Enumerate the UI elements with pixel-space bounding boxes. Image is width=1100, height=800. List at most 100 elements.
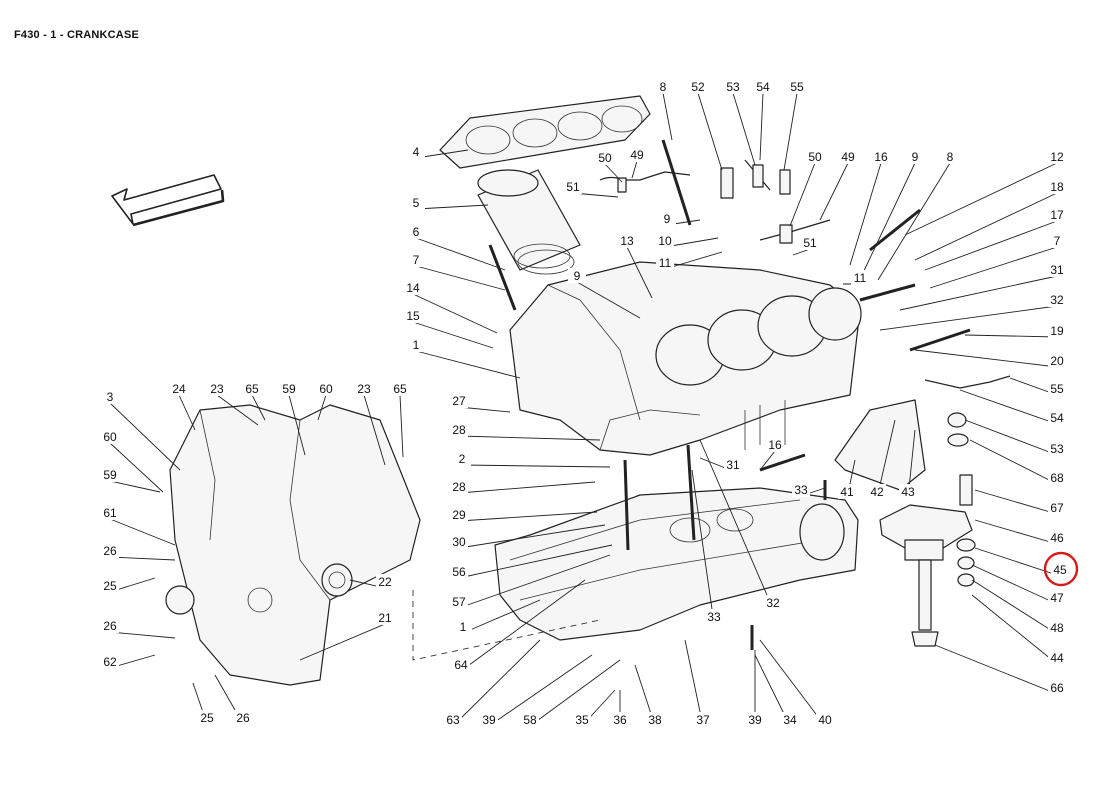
callout-label-39[interactable]: 39 [748,713,762,727]
callout-label-60[interactable]: 60 [319,382,333,396]
callout-label-54[interactable]: 54 [756,80,770,94]
callout-label-37[interactable]: 37 [696,713,710,727]
callout-label-7[interactable]: 7 [1054,234,1061,248]
callout-label-4[interactable]: 4 [413,145,420,159]
callout-label-54[interactable]: 54 [1050,411,1064,425]
callout-label-28[interactable]: 28 [452,480,466,494]
callout-label-29[interactable]: 29 [452,508,466,522]
callout-label-59[interactable]: 59 [282,382,296,396]
callout-label-8[interactable]: 8 [947,150,954,164]
callout-bg [658,211,676,226]
callout-label-46[interactable]: 46 [1050,531,1064,545]
callout-label-20[interactable]: 20 [1050,354,1064,368]
callout-label-12[interactable]: 12 [1050,150,1064,164]
callout-label-59[interactable]: 59 [103,468,117,482]
callout-label-33[interactable]: 33 [707,610,721,624]
callout-bg [792,482,810,497]
callout-label-62[interactable]: 62 [103,655,117,669]
callout-label-8[interactable]: 8 [660,80,667,94]
callout-label-43[interactable]: 43 [901,485,915,499]
callout-label-1[interactable]: 1 [413,338,420,352]
callout-label-30[interactable]: 30 [452,535,466,549]
callout-label-16[interactable]: 16 [874,150,888,164]
callout-label-51[interactable]: 51 [566,180,580,194]
callout-label-40[interactable]: 40 [818,713,832,727]
callout-label-23[interactable]: 23 [210,382,224,396]
callout-label-60[interactable]: 60 [103,430,117,444]
callout-label-7[interactable]: 7 [413,253,420,267]
callout-bg [280,381,298,396]
callout-label-19[interactable]: 19 [1050,324,1064,338]
callout-label-27[interactable]: 27 [452,394,466,408]
callout-label-31[interactable]: 31 [726,458,740,472]
callout-label-11[interactable]: 11 [659,256,672,270]
callout-label-49[interactable]: 49 [630,148,644,162]
callout-label-45[interactable]: 45 [1053,563,1067,577]
callout-label-53[interactable]: 53 [1050,442,1064,456]
callout-label-51[interactable]: 51 [803,236,817,250]
callout-label-21[interactable]: 21 [378,611,392,625]
callout-label-56[interactable]: 56 [452,565,466,579]
callout-label-50[interactable]: 50 [808,150,822,164]
callout-label-1[interactable]: 1 [460,620,467,634]
callout-label-47[interactable]: 47 [1050,591,1064,605]
callout-label-10[interactable]: 10 [658,234,672,248]
callout-label-28[interactable]: 28 [452,423,466,437]
callout-label-26[interactable]: 26 [103,619,117,633]
callout-label-25[interactable]: 25 [103,579,117,593]
callout-label-36[interactable]: 36 [613,713,627,727]
callout-label-66[interactable]: 66 [1050,681,1064,695]
leader-line-65 [399,394,404,458]
callout-label-18[interactable]: 18 [1050,180,1064,194]
callout-label-53[interactable]: 53 [726,80,740,94]
callout-label-65[interactable]: 65 [393,382,407,396]
callout-label-68[interactable]: 68 [1050,471,1064,485]
callout-label-25[interactable]: 25 [200,711,214,725]
callout-label-22[interactable]: 22 [378,575,392,589]
callout-label-49[interactable]: 49 [841,150,855,164]
callout-label-6[interactable]: 6 [413,225,420,239]
callout-label-5[interactable]: 5 [413,196,420,210]
callout-label-13[interactable]: 13 [620,234,634,248]
callout-label-64[interactable]: 64 [454,658,468,672]
callout-label-52[interactable]: 52 [691,80,705,94]
callout-label-24[interactable]: 24 [172,382,186,396]
callout-label-23[interactable]: 23 [357,382,371,396]
callout-label-35[interactable]: 35 [575,713,589,727]
callout-label-32[interactable]: 32 [766,596,780,610]
callout-label-41[interactable]: 41 [840,485,854,499]
callout-label-57[interactable]: 57 [452,595,466,609]
highlight-ring [1043,551,1079,587]
callout-label-50[interactable]: 50 [598,151,612,165]
callout-bg [654,79,672,94]
callout-label-17[interactable]: 17 [1050,208,1064,222]
callout-label-55[interactable]: 55 [1050,382,1064,396]
callout-label-61[interactable]: 61 [103,506,117,520]
callout-label-9[interactable]: 9 [664,212,671,226]
callout-label-55[interactable]: 55 [790,80,804,94]
callout-label-58[interactable]: 58 [523,713,537,727]
leader-line-53 [732,92,756,166]
callout-label-11[interactable]: 11 [854,271,867,285]
callout-label-48[interactable]: 48 [1050,621,1064,635]
callout-label-26[interactable]: 26 [103,544,117,558]
callout-label-65[interactable]: 65 [245,382,259,396]
callout-label-9[interactable]: 9 [912,150,919,164]
callout-label-42[interactable]: 42 [870,485,884,499]
callout-label-16[interactable]: 16 [768,438,782,452]
callout-label-39[interactable]: 39 [482,713,496,727]
callout-label-32[interactable]: 32 [1050,293,1064,307]
callout-label-31[interactable]: 31 [1050,263,1064,277]
callout-label-2[interactable]: 2 [459,452,466,466]
callout-label-15[interactable]: 15 [406,309,420,323]
callout-label-38[interactable]: 38 [648,713,662,727]
callout-label-34[interactable]: 34 [783,713,797,727]
callout-label-26[interactable]: 26 [236,711,250,725]
callout-label-3[interactable]: 3 [107,390,114,404]
callout-label-63[interactable]: 63 [446,713,460,727]
callout-label-67[interactable]: 67 [1050,501,1064,515]
callout-label-9[interactable]: 9 [574,269,581,283]
callout-label-14[interactable]: 14 [406,281,420,295]
callout-label-44[interactable]: 44 [1050,651,1064,665]
callout-label-33[interactable]: 33 [794,483,808,497]
